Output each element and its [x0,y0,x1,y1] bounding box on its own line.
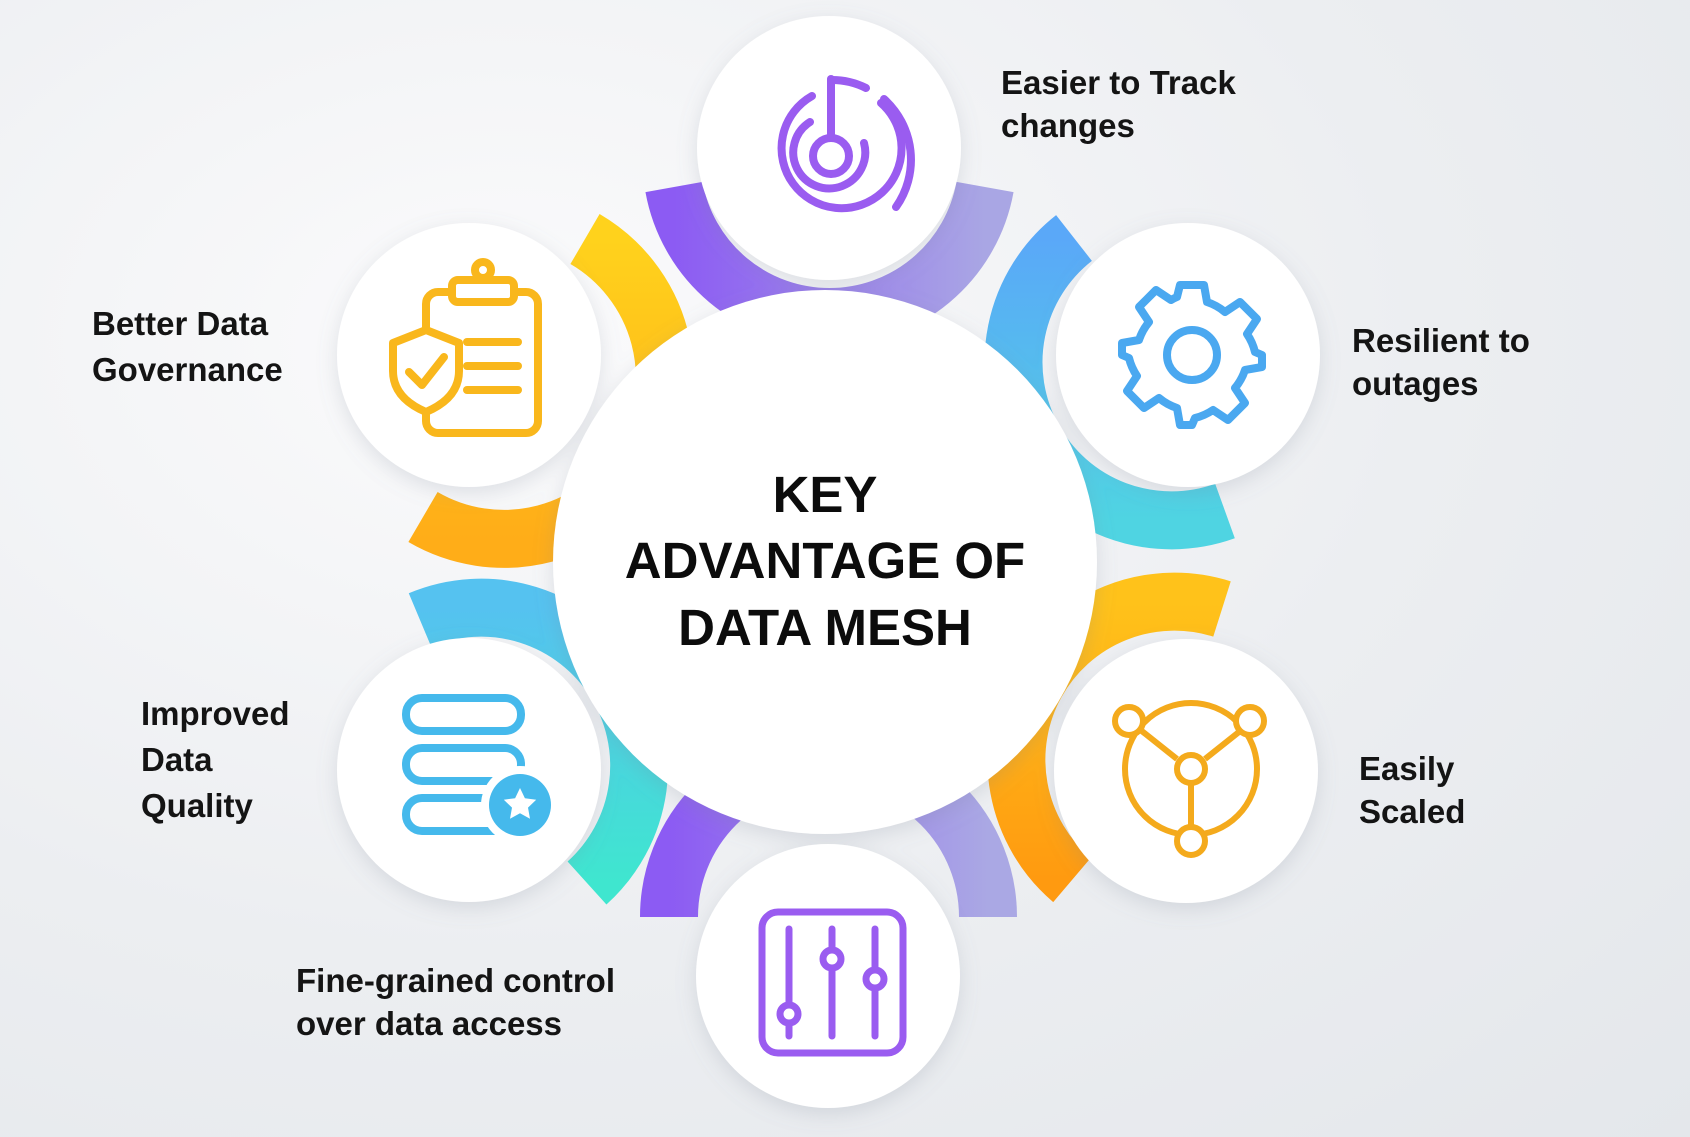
label-resilient: Resilient to outages [1352,322,1530,402]
center-title-line-1: KEY [772,466,878,523]
gear-icon [1118,281,1266,429]
label-track: Easier to Track changes [1001,64,1236,144]
sliders-icon [758,908,907,1057]
radar-icon [777,75,915,213]
label-control: Fine-grained control over data access [296,962,616,1042]
network-nodes-icon [1112,700,1267,858]
center-title-line-3: DATA MESH [678,598,972,656]
clipboard-shield-icon [389,258,542,437]
center-title-line-2: ADVANTAGE OF [624,532,1026,590]
label-quality: Improved Data Quality [141,695,290,824]
database-star-icon [402,694,559,844]
label-governance: Better Data Governance [92,305,283,388]
label-scaled: Easily Scaled [1359,750,1466,830]
node-circle-control [696,844,960,1108]
node-circle-track [697,16,961,280]
node-circle-governance [337,223,601,487]
center-circle [553,290,1097,834]
node-circle-resilient [1056,223,1320,487]
node-circle-quality [337,638,601,902]
center-title: KEY ADVANTAGE OF DATA MESH [553,462,1097,661]
